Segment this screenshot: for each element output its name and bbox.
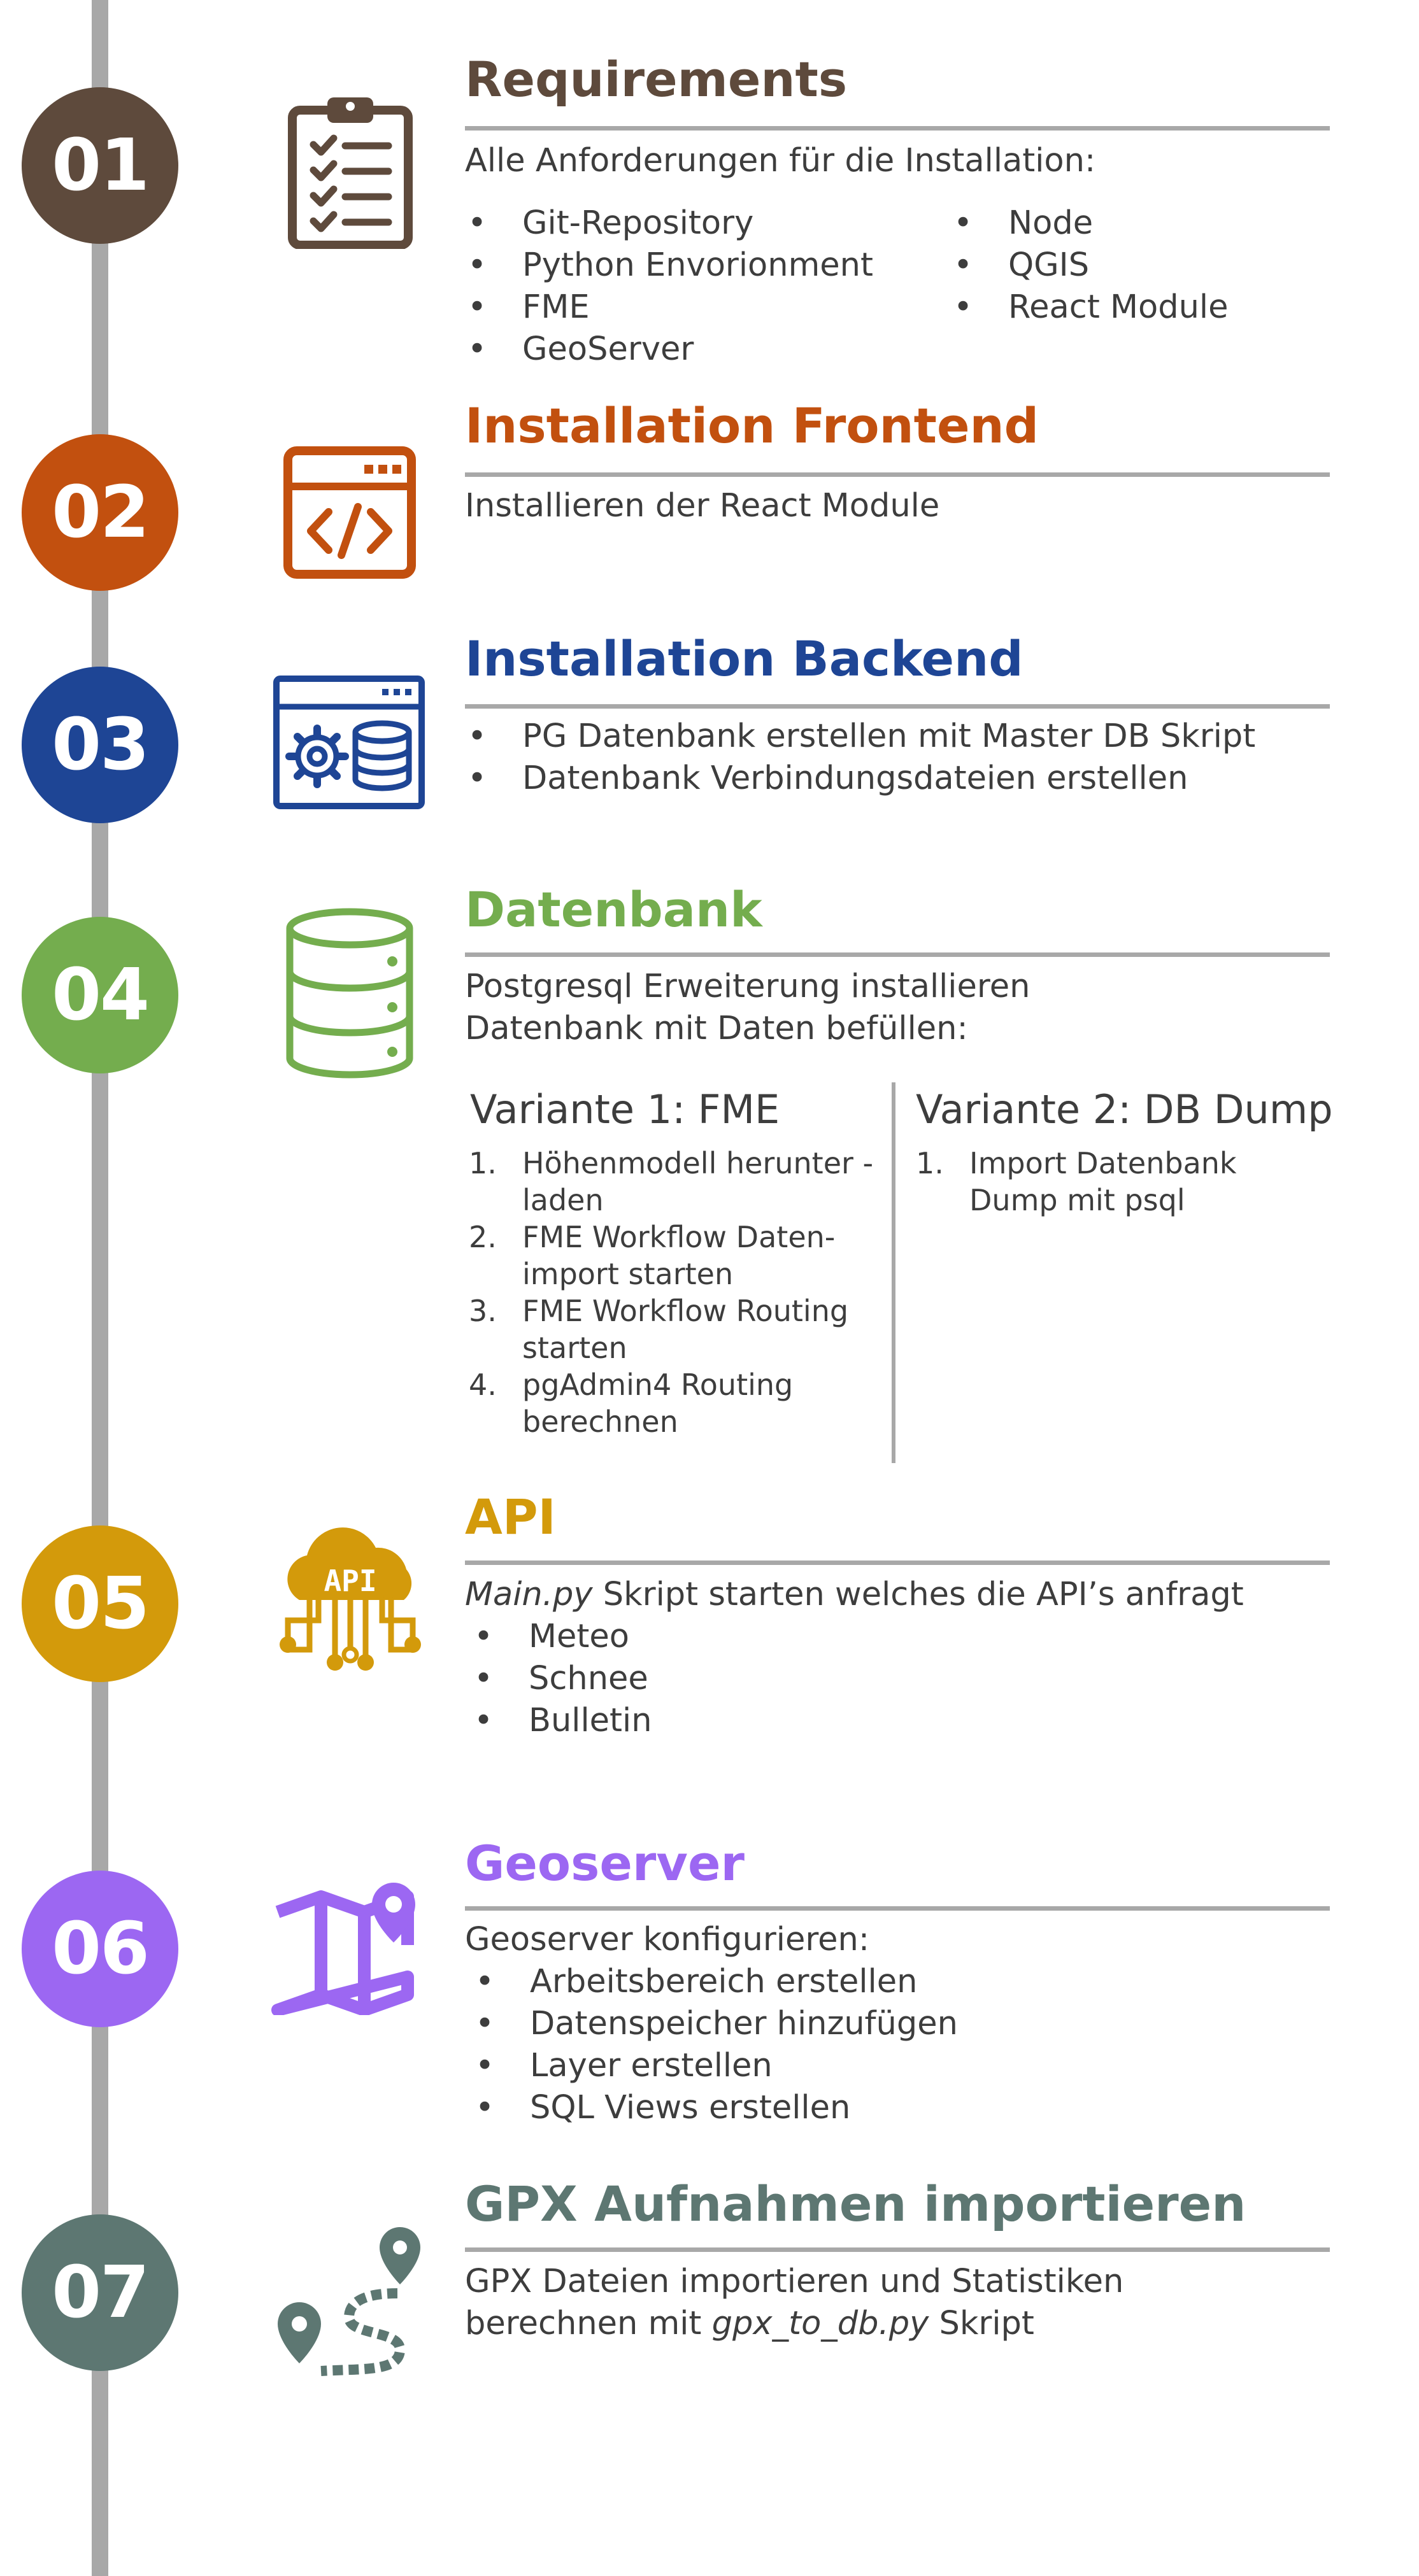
list-item: Bulletin bbox=[474, 1700, 652, 1742]
step-number-06: 06 bbox=[22, 1871, 178, 2027]
step-rule-03 bbox=[465, 704, 1330, 709]
step-title-03: Installation Backend bbox=[465, 630, 1023, 687]
list-item: Arbeitsbereich erstellen bbox=[475, 1961, 958, 2003]
list-item: Layer erstellen bbox=[475, 2045, 958, 2087]
cloud-api-icon: API bbox=[280, 1527, 421, 1671]
step-number-01: 01 bbox=[22, 87, 178, 244]
list-item: Git-Repository bbox=[467, 202, 873, 244]
code-window-icon bbox=[283, 446, 416, 579]
step-title-02: Installation Frontend bbox=[465, 397, 1039, 454]
gpx-line-2: berechnen mit gpx_to_db.py Skript bbox=[465, 2305, 1034, 2342]
datenbank-line-2: Datenbank mit Daten befüllen: bbox=[465, 1010, 968, 1047]
requirements-list-left: Git-Repository Python Envorionment FME G… bbox=[467, 202, 873, 371]
variant-2-title: Variante 2: DB Dump bbox=[916, 1086, 1333, 1133]
map-pin-icon bbox=[271, 1883, 415, 2015]
requirements-list-right: Node QGIS React Module bbox=[953, 202, 1229, 329]
datenbank-line-1: Postgresql Erweiterung installieren bbox=[465, 968, 1030, 1005]
gpx-line-1: GPX Dateien importieren und Statistiken bbox=[465, 2263, 1124, 2300]
list-item: Meteo bbox=[474, 1616, 652, 1658]
step-number-07: 07 bbox=[22, 2214, 178, 2371]
backend-list: PG Datenbank erstellen mit Master DB Skr… bbox=[467, 716, 1255, 800]
variant-divider bbox=[892, 1082, 895, 1463]
list-item: QGIS bbox=[953, 244, 1228, 287]
step-number-02: 02 bbox=[22, 434, 178, 591]
geoserver-intro: Geoserver konfigurieren: bbox=[465, 1921, 870, 1958]
list-item: React Module bbox=[953, 287, 1229, 329]
step-title-05: API bbox=[465, 1489, 556, 1545]
main-py-script: Main.py bbox=[465, 1576, 593, 1613]
step-rule-02 bbox=[465, 472, 1330, 477]
geoserver-list: Arbeitsbereich erstellen Datenspeicher h… bbox=[475, 1961, 958, 2129]
list-item: GeoServer bbox=[467, 329, 873, 371]
api-list: Meteo Schnee Bulletin bbox=[474, 1616, 652, 1742]
list-item: Python Envorionment bbox=[467, 244, 873, 287]
list-item: Datenbank Verbindungsdateien erstellen bbox=[467, 758, 1255, 800]
step-number-04: 04 bbox=[22, 917, 178, 1073]
api-intro: Main.py Skript starten welches die API’s… bbox=[465, 1576, 1244, 1613]
list-item: Node bbox=[953, 202, 1228, 244]
svg-text:API: API bbox=[324, 1564, 376, 1598]
list-item: SQL Views erstellen bbox=[475, 2087, 958, 2129]
clipboard-checklist-icon bbox=[288, 97, 413, 249]
step-title-06: Geoserver bbox=[465, 1835, 745, 1892]
gpx-to-db-script: gpx_to_db.py bbox=[711, 2305, 929, 2342]
database-icon bbox=[286, 908, 413, 1079]
list-item: Datenspeicher hinzufügen bbox=[475, 2003, 958, 2045]
step-number-05: 05 bbox=[22, 1525, 178, 1682]
list-item: PG Datenbank erstellen mit Master DB Skr… bbox=[467, 716, 1255, 758]
step-title-07: GPX Aufnahmen importieren bbox=[465, 2176, 1246, 2232]
step-rule-06 bbox=[465, 1906, 1330, 1911]
frontend-text: Installieren der React Module bbox=[465, 487, 940, 525]
timeline-line bbox=[92, 0, 108, 2576]
step-number-03: 03 bbox=[22, 667, 178, 823]
step-title-01: Requirements bbox=[465, 51, 848, 108]
variant-1-list: 1.Höhenmodell herunter -laden 2.FME Work… bbox=[469, 1145, 892, 1440]
list-item: 1.Höhenmodell herunter -laden bbox=[469, 1146, 874, 1217]
step-title-04: Datenbank bbox=[465, 881, 762, 938]
route-pins-icon bbox=[278, 2227, 420, 2376]
step-rule-07 bbox=[465, 2247, 1330, 2252]
list-item: 2.FME Workflow Daten-import starten bbox=[469, 1220, 836, 1291]
requirements-intro: Alle Anforderungen für die Installation: bbox=[465, 142, 1096, 180]
step-rule-04 bbox=[465, 952, 1330, 957]
server-gear-database-icon bbox=[273, 676, 425, 809]
step-rule-01 bbox=[465, 126, 1330, 131]
list-item: Schnee bbox=[474, 1658, 652, 1700]
step-rule-05 bbox=[465, 1560, 1330, 1565]
variant-1-title: Variante 1: FME bbox=[470, 1086, 780, 1133]
list-item: FME bbox=[467, 287, 873, 329]
